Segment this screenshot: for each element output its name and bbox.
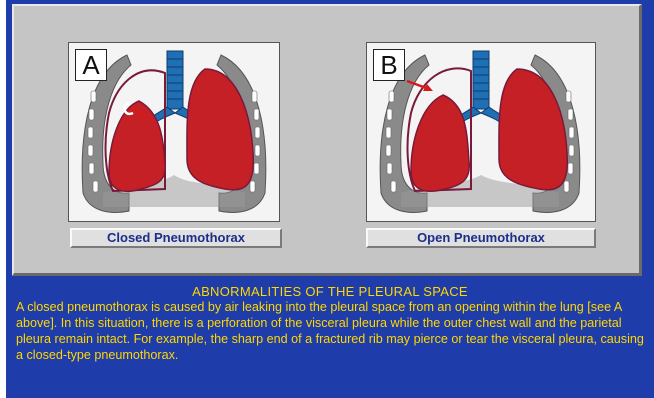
diagram-b-frame: B [366,42,596,222]
diagram-a-frame: A [68,42,280,222]
app-screen: A Closed Pneumothorax [6,0,654,398]
diagram-b-caption: Open Pneumothorax [366,228,596,248]
diagram-a-caption: Closed Pneumothorax [70,228,282,248]
section-heading: ABNORMALITIES OF THE PLEURAL SPACE [6,284,654,299]
description-text: A closed pneumothorax is caused by air l… [16,299,650,363]
diagram-b-letter: B [373,49,405,81]
diagram-a-letter: A [75,49,107,81]
diagram-panel: A Closed Pneumothorax [12,4,642,276]
